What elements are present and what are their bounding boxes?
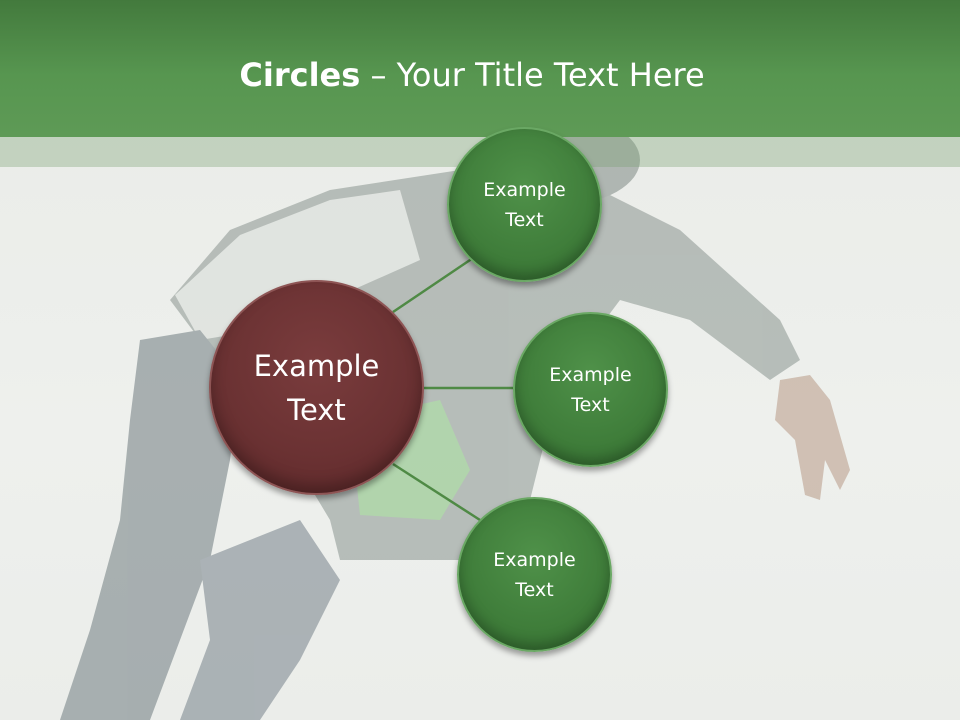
satellite-circle-2[interactable]: Example Text [513, 312, 668, 467]
title-bar [0, 0, 960, 137]
hub-circle-label: Example Text [253, 348, 380, 427]
slide-title-rest: – Your Title Text Here [360, 56, 705, 94]
satellite-circle-3[interactable]: Example Text [457, 497, 612, 652]
hub-circle[interactable]: Example Text [209, 280, 424, 495]
connector-line-1 [392, 256, 474, 314]
satellite-circle-1[interactable]: Example Text [447, 127, 602, 282]
satellite-circle-2-label: Example Text [549, 363, 632, 416]
slide-title[interactable]: Circles – Your Title Text Here [0, 52, 944, 98]
satellite-circle-1-label: Example Text [483, 178, 566, 231]
connector-line-3 [392, 462, 481, 522]
satellite-circle-3-label: Example Text [493, 548, 576, 601]
slide-title-bold: Circles [239, 56, 361, 94]
